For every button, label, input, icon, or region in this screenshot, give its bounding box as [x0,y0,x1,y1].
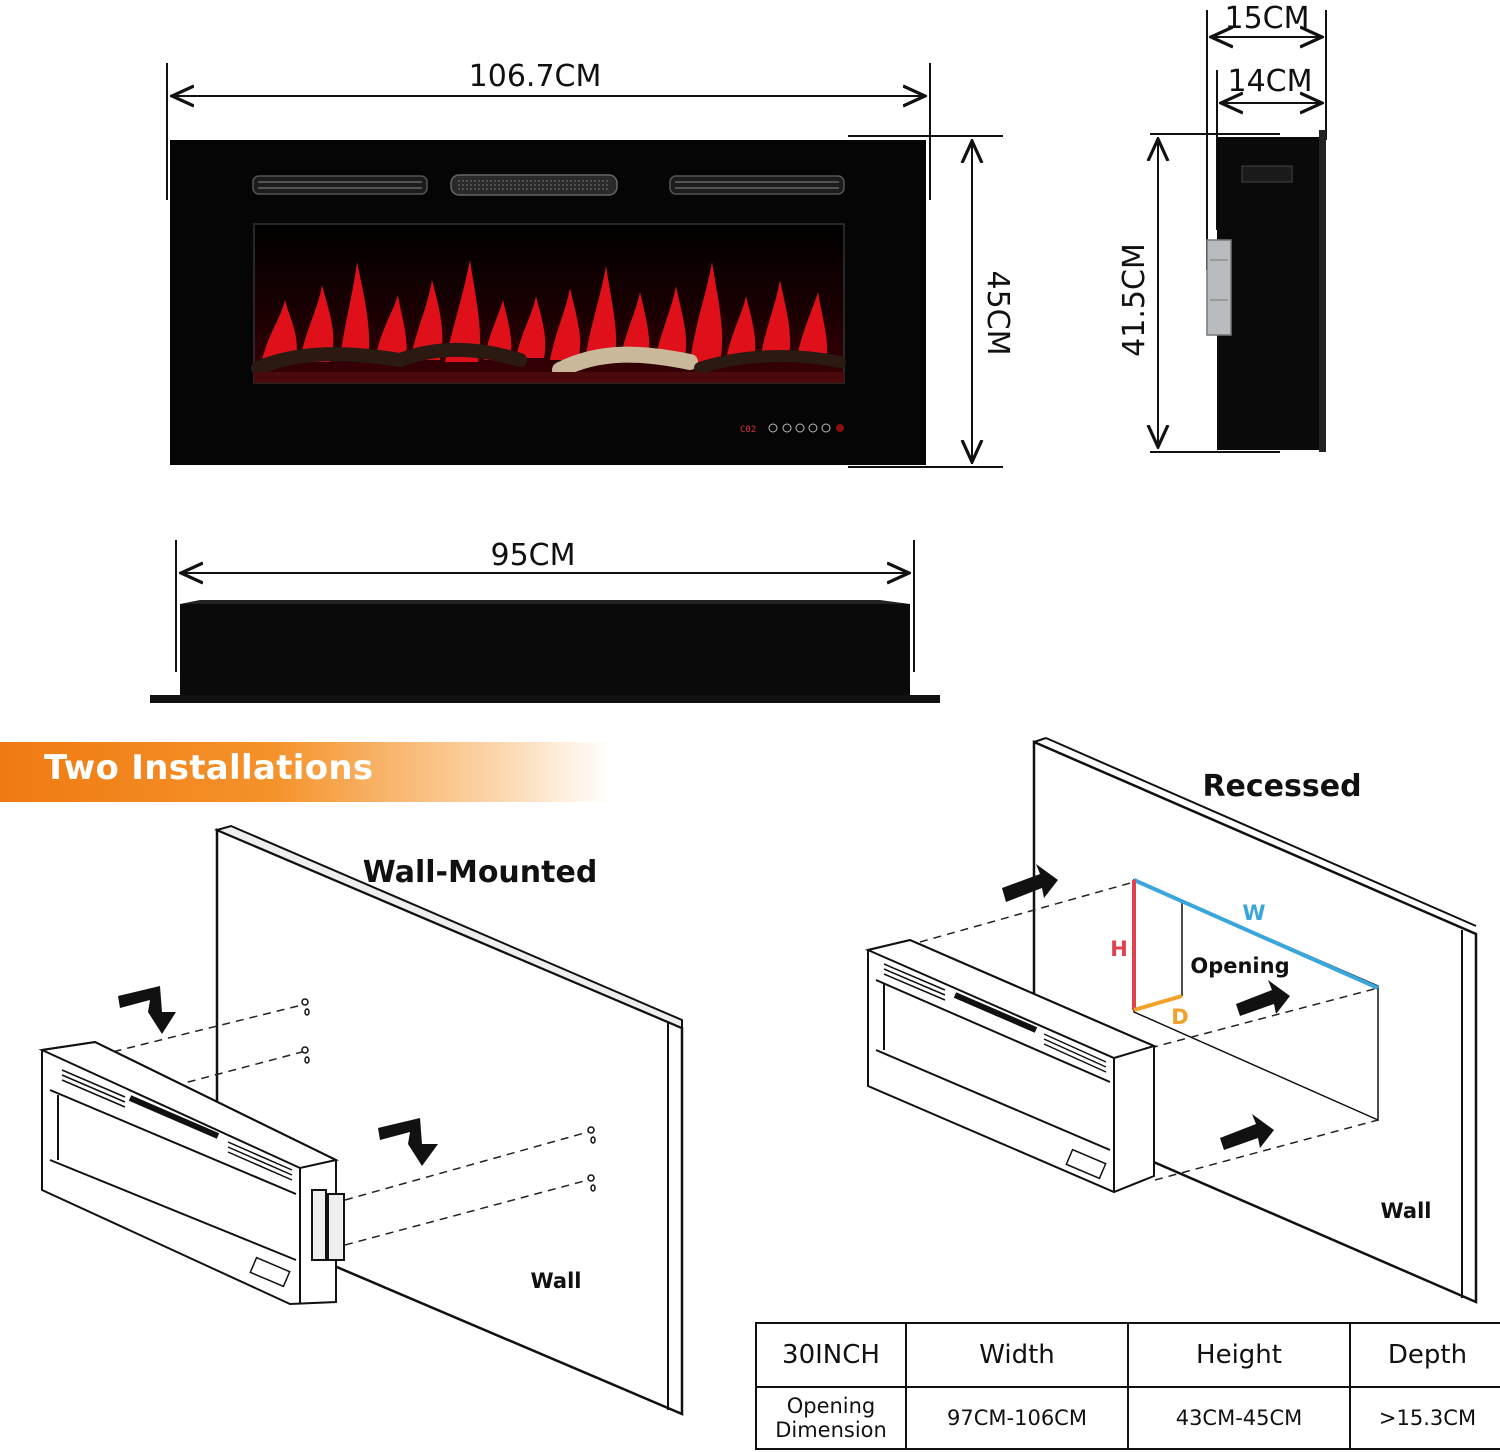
fireplace-line-drawing [864,938,1157,1194]
table-header-cell: Height [1127,1322,1351,1388]
recessed-wall-label: Wall [1381,1199,1432,1223]
insert-view: 95CM [150,538,940,703]
recessed-title: Recessed [1202,769,1361,804]
table-header-cell: 30INCH [755,1322,907,1388]
d-label: D [1171,1005,1188,1029]
h-label: H [1110,937,1128,961]
w-label: W [1242,901,1265,925]
vent-right [669,175,845,195]
table-header-cell: Depth [1349,1322,1500,1388]
section-title: Two Installations [44,748,374,788]
label-line-1: Opening [786,1394,876,1418]
vent-center [450,174,618,196]
arrow-icon [1236,980,1290,1016]
table-header-row: 30INCH Width Height Depth [755,1322,1500,1388]
insert-flange [150,695,940,703]
recessed-diagram: Recessed Wall W H D Opening [864,737,1478,1304]
table-cell-height: 43CM-45CM [1127,1386,1351,1450]
insert-width-label: 95CM [490,538,575,573]
table-cell-width: 97CM-106CM [905,1386,1129,1450]
screw-icon [301,998,596,1192]
section-banner [0,742,610,802]
fireplace-side [1217,137,1321,450]
height-total-label: 45CM [980,270,1015,355]
side-height-label: 41.5CM [1117,243,1152,357]
control-panel: C02 [740,423,844,435]
side-view: 15CM 14CM 41.5CM [1117,1,1327,453]
arrow-icon [378,1118,438,1166]
width-total-label: 106.7CM [469,59,602,94]
wall-mounted-diagram: Wall-Mounted Wall [38,824,684,1416]
arrow-icon [118,986,176,1034]
depth-inner-label: 14CM [1227,64,1312,99]
flames [262,260,828,362]
arrow-icon [1220,1114,1274,1150]
table-cell-depth: >15.3CM [1349,1386,1500,1450]
mount-bracket [1206,239,1232,336]
opening-spec-table: 30INCH Width Height Depth Opening Dimens… [755,1322,1500,1450]
table-row: Opening Dimension 97CM-106CM 43CM-45CM >… [755,1386,1500,1450]
depth-outer-label: 15CM [1224,1,1309,36]
front-view: 106.7CM [166,59,1015,468]
table-cell-label: Opening Dimension [755,1386,907,1450]
wall-panel [215,828,684,1416]
opening-label: Opening [1190,954,1289,978]
vents-line [61,1069,293,1181]
insert-body [180,604,910,696]
label-line-2: Dimension [775,1418,887,1442]
vents-line [883,963,1107,1073]
wall-mounted-wall-label: Wall [531,1269,582,1293]
fireplace-line-drawing [38,1040,345,1306]
logs [251,342,846,383]
wall-mounted-title: Wall-Mounted [363,855,598,890]
vent-left [252,175,428,195]
control-display: C02 [740,425,756,435]
arrow-icon [1002,864,1058,902]
table-header-cell: Width [905,1322,1129,1388]
